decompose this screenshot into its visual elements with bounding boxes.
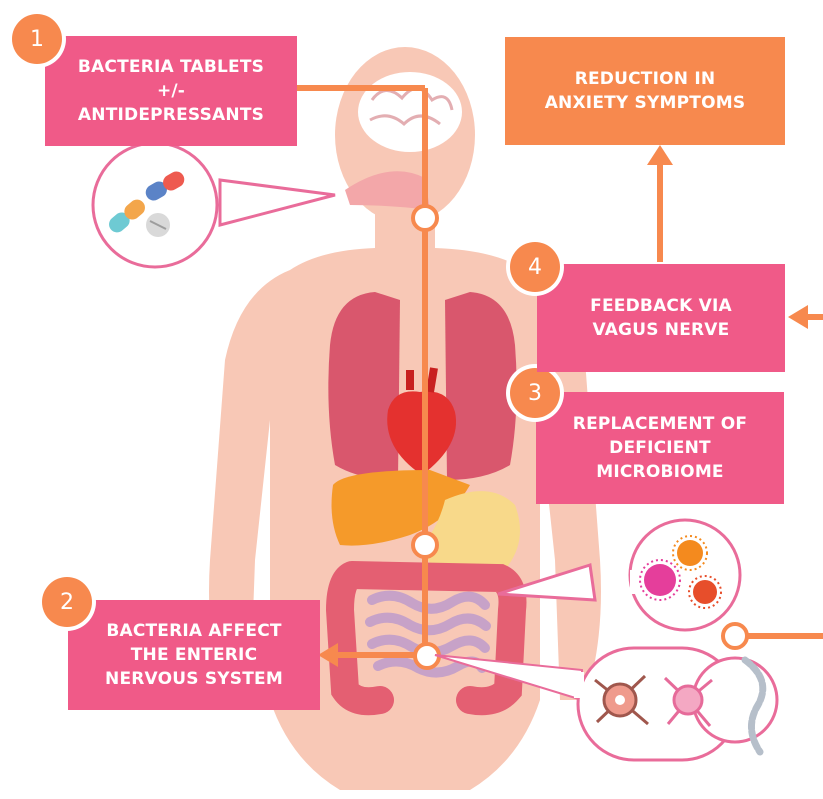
step-1-label: BACTERIA TABLETS +/- ANTIDEPRESSANTS	[78, 55, 264, 127]
step-4-label: FEEDBACK VIA VAGUS NERVE	[590, 294, 732, 342]
outcome-box: REDUCTION IN ANXIETY SYMPTOMS	[505, 37, 785, 145]
step-3-number: 3	[528, 381, 542, 406]
step-4-number: 4	[528, 255, 542, 280]
arrow-left-icon	[788, 305, 808, 329]
step-4-badge: 4	[510, 242, 560, 292]
step-2-label: BACTERIA AFFECT THE ENTERIC NERVOUS SYST…	[105, 619, 283, 691]
step-2-badge: 2	[42, 577, 92, 627]
outcome-label: REDUCTION IN ANXIETY SYMPTOMS	[545, 67, 746, 115]
step-4-box: FEEDBACK VIA VAGUS NERVE	[537, 264, 785, 372]
arrow-up-icon	[647, 145, 673, 165]
step-1-badge: 1	[12, 14, 62, 64]
brain	[358, 72, 462, 152]
step-2-number: 2	[60, 590, 74, 615]
step-1-box: BACTERIA TABLETS +/- ANTIDEPRESSANTS	[45, 36, 297, 146]
step-3-badge: 3	[510, 368, 560, 418]
step-1-number: 1	[30, 27, 44, 52]
step-3-box: REPLACEMENT OF DEFICIENT MICROBIOME	[536, 392, 784, 504]
step-2-box: BACTERIA AFFECT THE ENTERIC NERVOUS SYST…	[68, 600, 320, 710]
step-3-label: REPLACEMENT OF DEFICIENT MICROBIOME	[573, 412, 747, 484]
